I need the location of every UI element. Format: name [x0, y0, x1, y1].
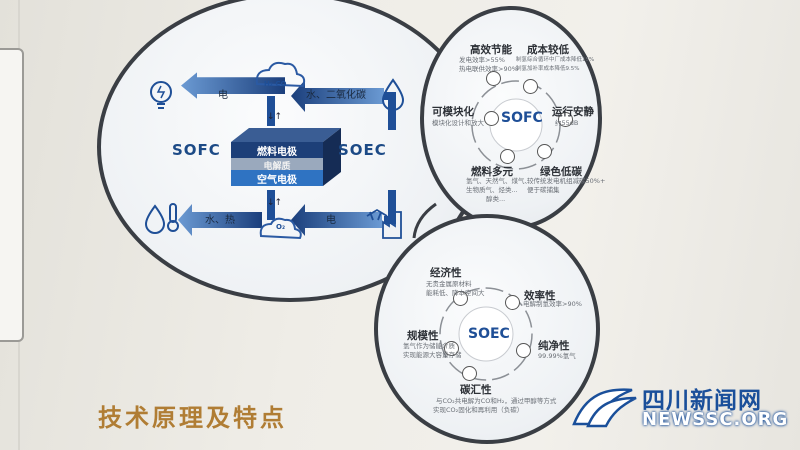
sofc-item-detail: 较传统发电机组减碳50%+	[527, 177, 606, 185]
arrow-electricity-top-label: 电	[218, 90, 228, 101]
watermark-cn: 四川新闻网	[642, 388, 762, 414]
sofc-item-detail: 模块化设计和放大	[432, 119, 484, 127]
cloud-o2-icon	[259, 217, 302, 240]
soec-center-label: SOEC	[468, 326, 510, 342]
sofc-item-title: 成本较低	[527, 44, 569, 56]
cost-icon	[523, 79, 538, 94]
soec-item-detail: 与CO₂共电解为CO和H₂，通过甲醇等方式	[436, 397, 557, 405]
sofc-item-title: 燃料多元	[471, 166, 513, 178]
soec-item-title: 经济性	[430, 267, 462, 279]
principle-diagram: ↓↑ ↓↑	[144, 61, 405, 240]
soec-item-detail: 实现CO₂固化和再利用（负碳）	[433, 406, 524, 414]
soec-item-detail: 实现能源大容量存储	[403, 351, 462, 359]
sofc-item-detail: 制氢加补率成本降低9.5%	[516, 66, 580, 72]
sofc-item-detail: 生物质气、烃类...	[466, 186, 518, 194]
soec-item-title: 碳汇性	[460, 384, 492, 396]
sofc-label: SOFC	[172, 141, 221, 159]
newssc-logo-icon	[572, 388, 637, 428]
sofc-item-detail: 发电效率>55%	[459, 56, 505, 64]
soec-label: SOEC	[338, 141, 387, 159]
sofc-item-title: 高效节能	[470, 44, 512, 56]
arrow-water-heat-label: 水、热	[205, 215, 235, 226]
soec-item-detail: 无贵金属原材料	[426, 280, 472, 288]
efficiency-icon	[486, 71, 501, 86]
soec-item-detail: 氢气作为储能介质	[403, 342, 455, 350]
section-heading: 技术原理及特点	[98, 403, 287, 432]
arrow-electricity-in	[291, 204, 382, 236]
arrow-electricity-bottom-label: 电	[326, 215, 336, 226]
lightbulb-icon	[150, 81, 172, 109]
efficiency-icon	[505, 295, 520, 310]
sofc-item-detail: 便于碳捕集	[527, 186, 560, 194]
sofc-item-title: 运行安静	[552, 106, 594, 118]
sofc-item-detail: 氢气、天然气、煤气、	[466, 177, 531, 185]
fuel-icon	[500, 149, 515, 164]
economy-icon	[453, 291, 468, 306]
sofc-item-detail: 制氢综合循环中厂成本降低15%	[516, 57, 595, 63]
purity-icon	[516, 343, 531, 358]
soec-item-detail: 能耗低、降本空间大	[426, 289, 485, 297]
low-carbon-icon	[537, 144, 552, 159]
carbon-sink-icon	[462, 366, 477, 381]
soec-ring-diagram	[439, 287, 533, 381]
soec-item-detail: 电解制氢效率>90%	[523, 300, 582, 308]
svg-text:↓↑: ↓↑	[267, 112, 282, 122]
wall-frame	[0, 48, 24, 342]
quiet-icon	[558, 112, 573, 127]
arrow-water-heat-out	[178, 204, 262, 236]
layer-fuel-electrode: 燃料电极	[257, 147, 297, 158]
arrow-electricity-out	[181, 72, 285, 99]
arrow-water-co2-in	[291, 80, 384, 112]
scale-icon	[444, 341, 459, 356]
sofc-item-detail: 约55dB	[555, 119, 579, 127]
sofc-item-detail: 热电联供效率>90%	[459, 65, 518, 73]
soec-item-title: 规模性	[407, 330, 439, 342]
layer-electrolyte: 电解质	[263, 162, 291, 172]
sofc-item-title: 可模块化	[432, 106, 474, 118]
gas-h2-co-label: H₂ CO	[264, 80, 287, 88]
sofc-center-label: SOFC	[501, 110, 543, 126]
water-drop-icon	[381, 78, 405, 111]
layer-air-electrode: 空气电极	[257, 175, 297, 186]
soec-item-detail: 99.99%氢气	[538, 352, 576, 360]
watermark-en: NEWSSC.ORG	[642, 409, 789, 430]
soec-item-title: 纯净性	[538, 340, 570, 352]
power-plant-icon	[366, 208, 402, 239]
soec-item-title: 效率性	[524, 290, 556, 302]
arrow-water-co2-label: 水、二氧化碳	[306, 90, 366, 101]
modular-icon	[484, 111, 499, 126]
gas-o2-label: O₂	[276, 223, 286, 231]
sofc-item-title: 绿色低碳	[540, 166, 582, 178]
water-heat-icon	[144, 203, 179, 234]
cloud-icon	[255, 61, 306, 88]
sofc-item-detail: 醇类...	[486, 195, 506, 203]
svg-text:↓↑: ↓↑	[267, 198, 282, 208]
